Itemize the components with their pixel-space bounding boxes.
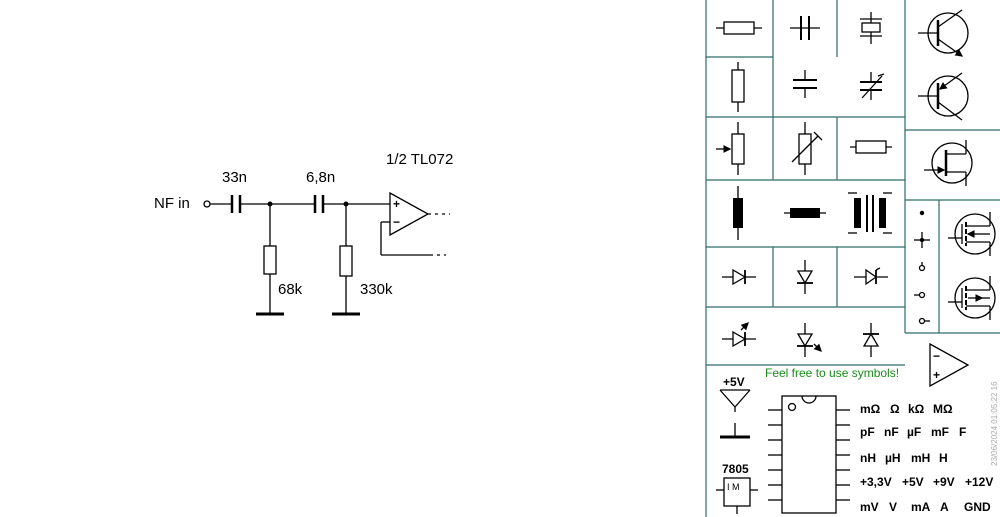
resistor-horizontal-icon[interactable] xyxy=(716,21,762,35)
diode-vertical-icon[interactable] xyxy=(796,260,814,294)
circuit: NF in 33n 68k 6,8n 330k xyxy=(154,151,453,316)
regulator-label: 7805 xyxy=(722,462,749,476)
potentiometer-icon[interactable] xyxy=(716,122,745,175)
opamp-icon[interactable]: − + xyxy=(929,342,970,388)
mosfet-n-icon[interactable] xyxy=(948,212,996,256)
input-terminal xyxy=(203,200,211,208)
unit-label: mΩ xyxy=(860,402,881,416)
ground-icon[interactable] xyxy=(720,423,750,439)
fuse-icon[interactable] xyxy=(850,140,892,154)
unit-label: mH xyxy=(911,451,930,465)
zener-diode-icon[interactable] xyxy=(854,267,888,286)
unit-label: pF xyxy=(860,425,875,439)
resistor-r1 xyxy=(263,245,277,275)
capacitor-c2 xyxy=(313,195,325,213)
res1-label: 68k xyxy=(278,281,303,298)
opamp: + − xyxy=(380,191,450,256)
jfet-icon[interactable] xyxy=(924,140,973,186)
diode-up-icon[interactable] xyxy=(862,323,880,357)
unit-label: µF xyxy=(907,425,921,439)
resistor-filled-horizontal-icon[interactable] xyxy=(784,208,826,218)
transformer-icon[interactable] xyxy=(848,192,892,234)
svg-text:−: − xyxy=(933,349,940,363)
unit-label: V xyxy=(889,500,897,514)
mosfet-p-icon[interactable] xyxy=(948,276,996,320)
cap2-label: 6,8n xyxy=(306,169,335,186)
unit-label: +9V xyxy=(933,475,955,489)
capacitor-icon[interactable] xyxy=(790,16,820,40)
terminal-icon[interactable] xyxy=(918,317,931,325)
palette-note: Feel free to use symbols! xyxy=(765,366,899,380)
led-icon[interactable] xyxy=(722,322,756,348)
unit-label: mV xyxy=(860,500,879,514)
supply-label: +5V xyxy=(723,375,745,389)
unit-label: GND xyxy=(964,500,991,514)
unit-label: A xyxy=(940,500,949,514)
capacitor-vertical-icon[interactable] xyxy=(793,70,817,98)
photodiode-icon[interactable] xyxy=(796,323,822,357)
svg-text:I M: I M xyxy=(727,482,740,492)
serial-text: 23/06/2024 01:05:22 16 xyxy=(990,381,999,466)
unit-label: +12V xyxy=(965,475,993,489)
unit-label: MΩ xyxy=(933,402,953,416)
svg-text:−: − xyxy=(393,215,400,229)
input-label: NF in xyxy=(154,195,190,212)
unit-label: Ω xyxy=(890,402,900,416)
res2-label: 330k xyxy=(360,281,393,298)
supply-arrow-icon[interactable] xyxy=(719,389,751,412)
unit-label: nH xyxy=(860,451,876,465)
diode-horizontal-icon[interactable] xyxy=(722,268,756,286)
pnp-transistor-icon[interactable] xyxy=(918,72,969,121)
unit-label: mF xyxy=(931,425,949,439)
resistor-filled-vertical-icon[interactable] xyxy=(733,186,743,240)
unit-label: +3,3V xyxy=(860,475,892,489)
crystal-icon[interactable] xyxy=(860,12,882,44)
npn-transistor-icon[interactable] xyxy=(918,9,969,57)
symbol-palette: − + Feel free to use symbols! +5V 7805 I… xyxy=(705,0,1000,517)
unit-label: H xyxy=(939,451,948,465)
trimmer-resistor-icon[interactable] xyxy=(791,122,823,175)
regulator-icon[interactable]: I M xyxy=(716,477,758,514)
unit-label: nF xyxy=(884,425,899,439)
junction-cross-icon[interactable] xyxy=(914,232,930,248)
terminal-icon[interactable] xyxy=(914,291,926,299)
cap1-label: 33n xyxy=(222,169,247,186)
svg-text:+: + xyxy=(393,197,400,211)
dot-node-icon[interactable] xyxy=(919,210,925,216)
resistor-r2 xyxy=(339,245,353,277)
unit-label: µH xyxy=(885,451,901,465)
unit-label: +5V xyxy=(902,475,924,489)
resistor-vertical-icon[interactable] xyxy=(731,62,745,112)
opamp-label: 1/2 TL072 xyxy=(386,151,453,168)
unit-labels: mΩ Ω kΩ MΩ pF nF µF mF F nH µH mH H +3,3… xyxy=(860,402,993,514)
terminal-icon[interactable] xyxy=(918,262,926,272)
variable-capacitor-icon[interactable] xyxy=(860,72,885,100)
svg-text:+: + xyxy=(933,368,940,382)
capacitor-c1 xyxy=(230,195,242,213)
unit-label: kΩ xyxy=(908,402,925,416)
unit-label: F xyxy=(959,425,966,439)
ic-chip-icon[interactable] xyxy=(768,395,850,514)
unit-label: mA xyxy=(911,500,931,514)
